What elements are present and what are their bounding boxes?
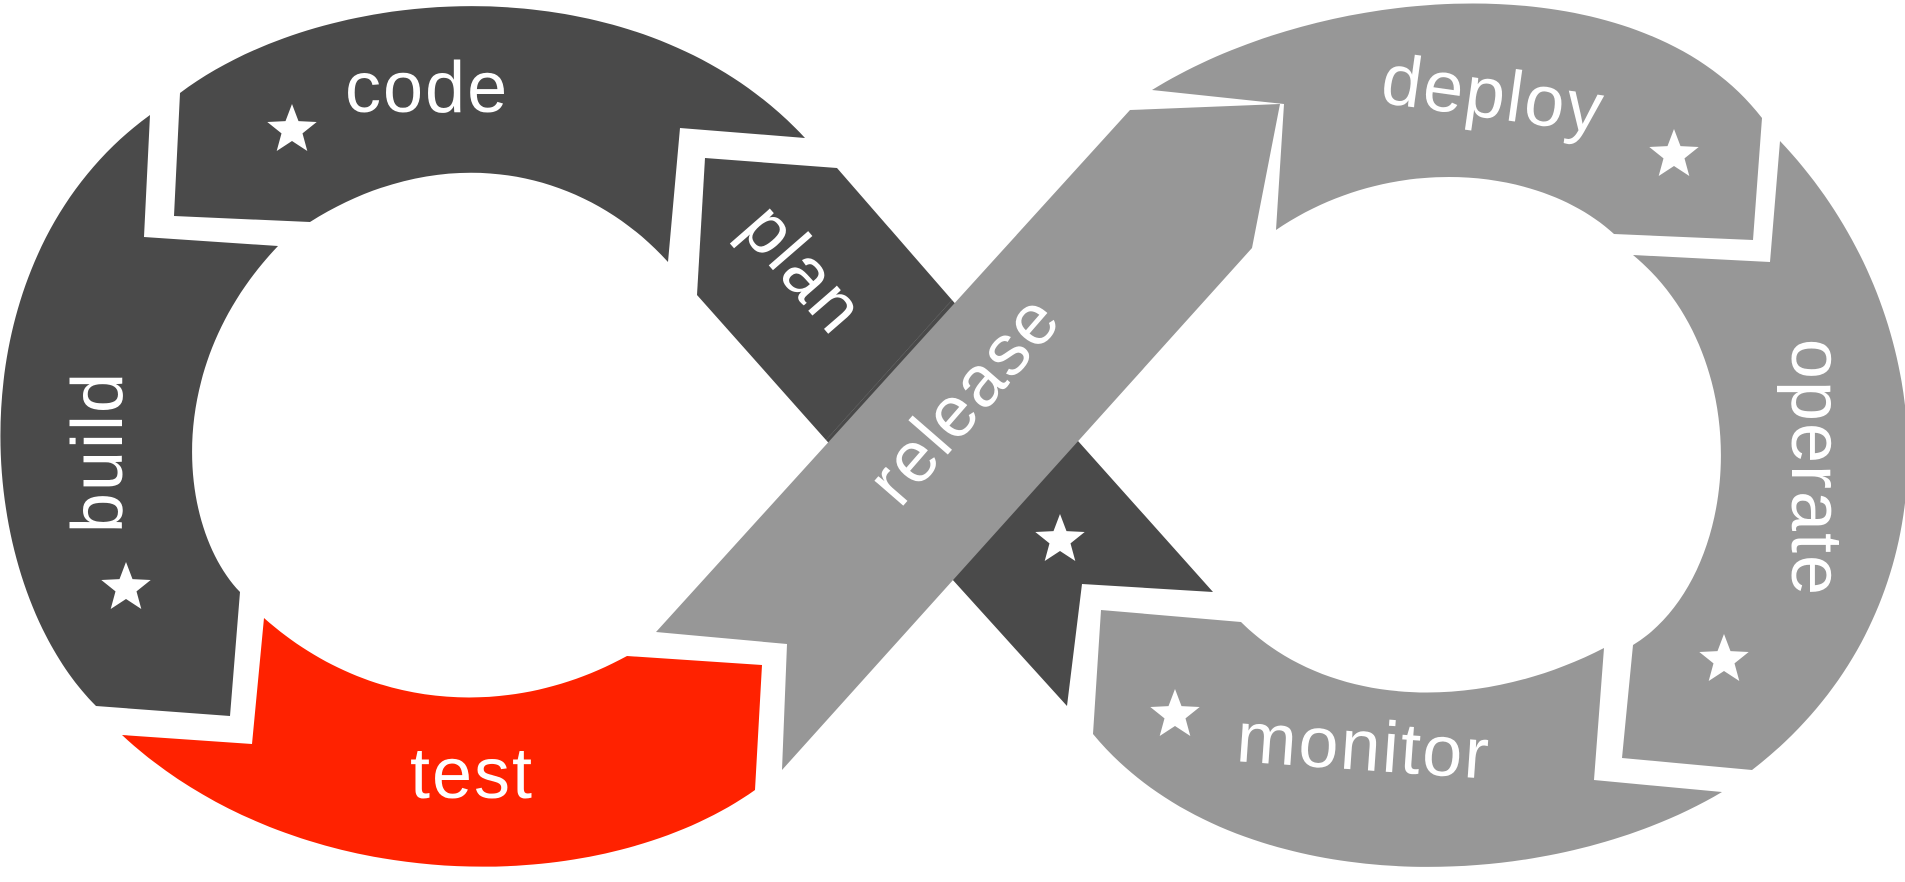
segment-deploy[interactable] <box>1152 3 1762 241</box>
segment-plan[interactable] <box>697 158 952 440</box>
star-icon <box>1035 514 1085 561</box>
segment-code[interactable] <box>174 6 805 262</box>
star-icon <box>1150 689 1200 736</box>
label-operate: operate <box>1776 339 1856 597</box>
label-test: test <box>410 734 534 814</box>
label-code: code <box>345 48 509 128</box>
label-monitor: monitor <box>1234 697 1493 795</box>
label-build: build <box>58 371 138 533</box>
star-icon <box>267 104 317 151</box>
segment-release[interactable] <box>656 104 1280 770</box>
segment-operate[interactable] <box>1622 141 1905 770</box>
segment-monitor[interactable] <box>1093 610 1722 867</box>
segment-build[interactable] <box>0 115 278 716</box>
segment-test[interactable] <box>122 618 762 867</box>
star-icon <box>1699 634 1749 681</box>
star-icon <box>101 562 151 609</box>
star-icon <box>1649 129 1699 176</box>
